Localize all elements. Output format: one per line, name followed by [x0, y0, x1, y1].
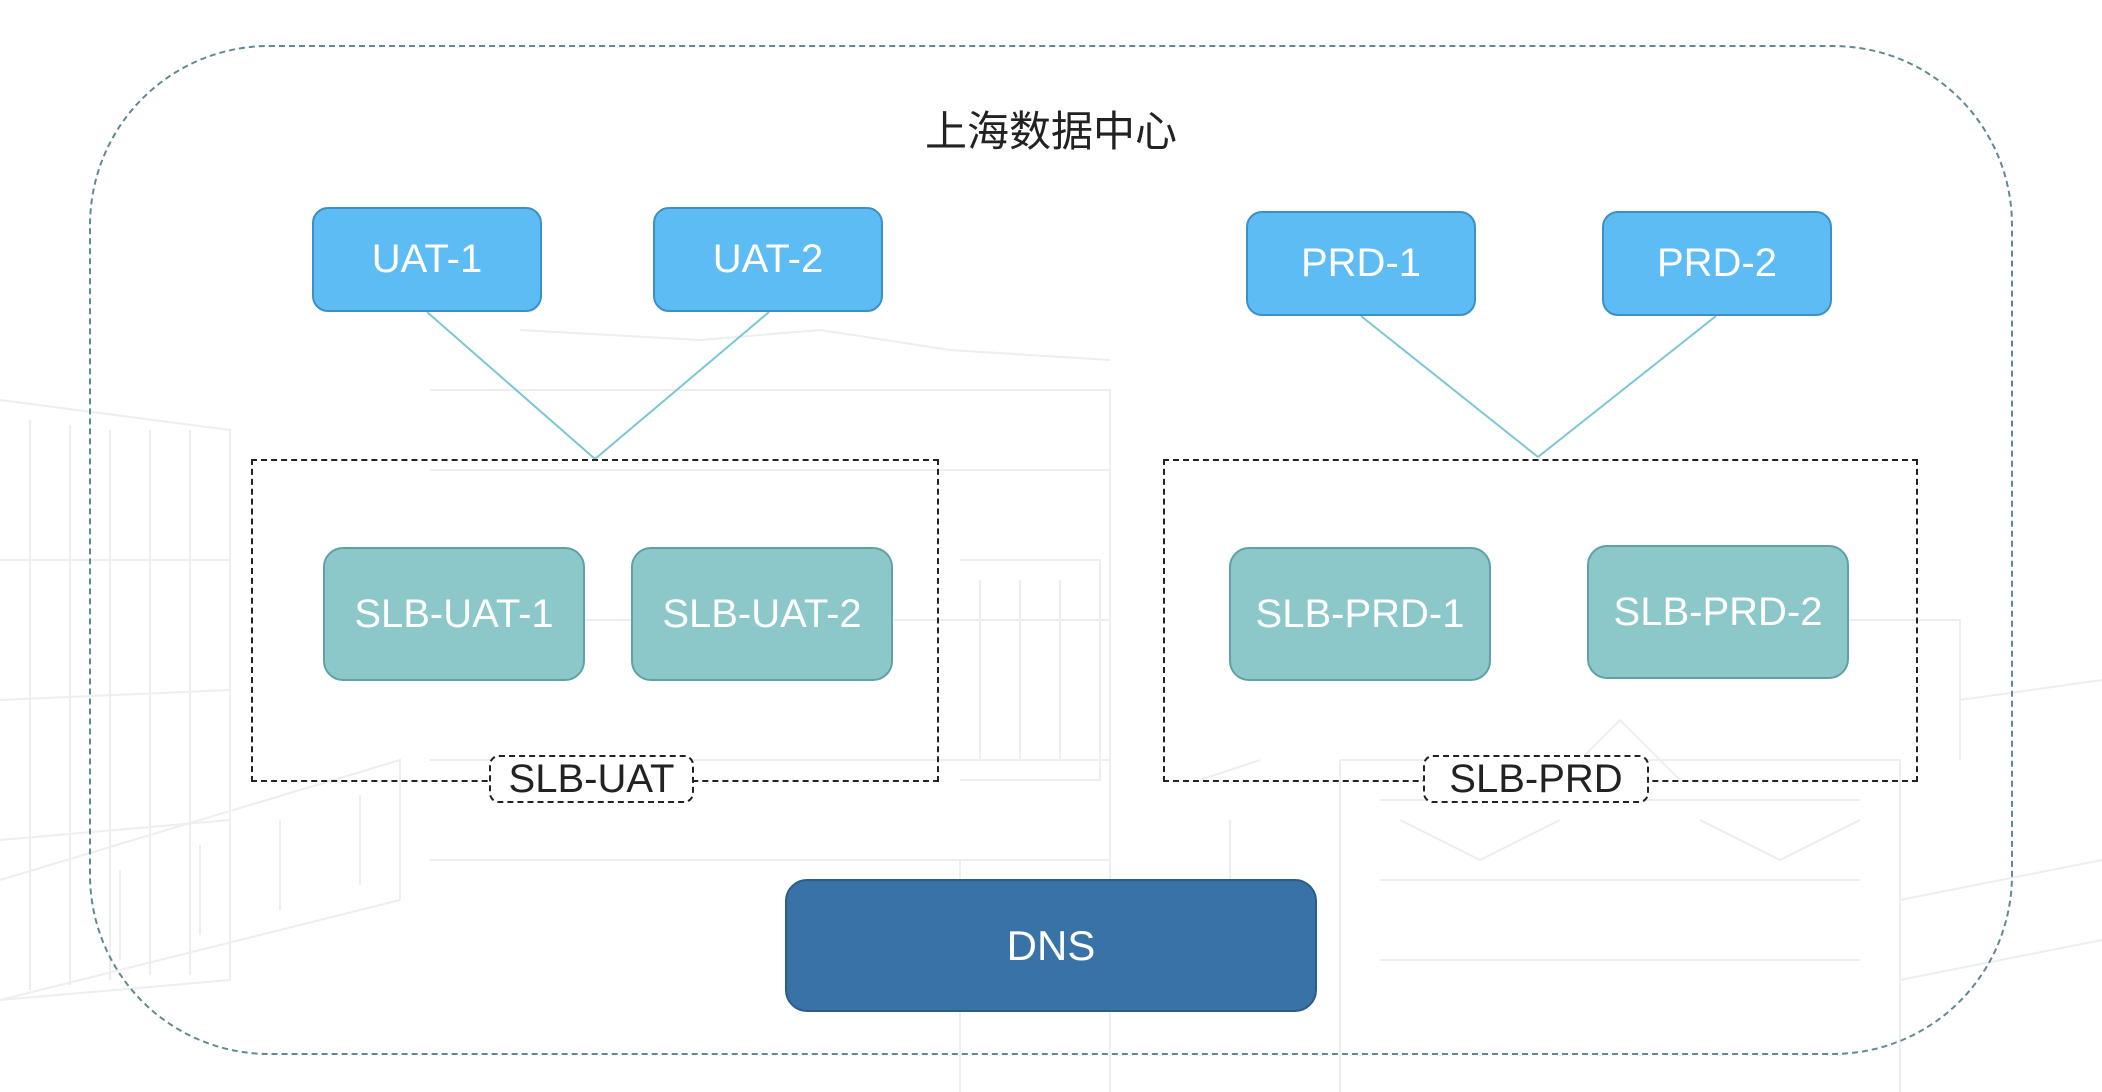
- server-uat-1[interactable]: UAT-1: [312, 207, 542, 312]
- slb-uat-1[interactable]: SLB-UAT-1: [323, 547, 585, 681]
- connector-prd-2: [1537, 315, 1717, 458]
- group-label-slb-prd: SLB-PRD: [1423, 755, 1649, 803]
- group-label-slb-uat: SLB-UAT: [489, 755, 694, 803]
- server-prd-1[interactable]: PRD-1: [1246, 211, 1476, 316]
- datacenter-boundary: [89, 45, 2013, 1055]
- server-prd-2[interactable]: PRD-2: [1602, 211, 1832, 316]
- slb-prd-2[interactable]: SLB-PRD-2: [1587, 545, 1849, 679]
- connector-uat-2: [594, 311, 770, 460]
- datacenter-title: 上海数据中心: [924, 107, 1177, 156]
- server-uat-2[interactable]: UAT-2: [653, 207, 883, 312]
- connector-uat-1: [426, 311, 596, 460]
- slb-prd-1[interactable]: SLB-PRD-1: [1229, 547, 1491, 681]
- slb-uat-2[interactable]: SLB-UAT-2: [631, 547, 893, 681]
- dns-node[interactable]: DNS: [785, 879, 1317, 1012]
- connector-prd-1: [1360, 315, 1539, 458]
